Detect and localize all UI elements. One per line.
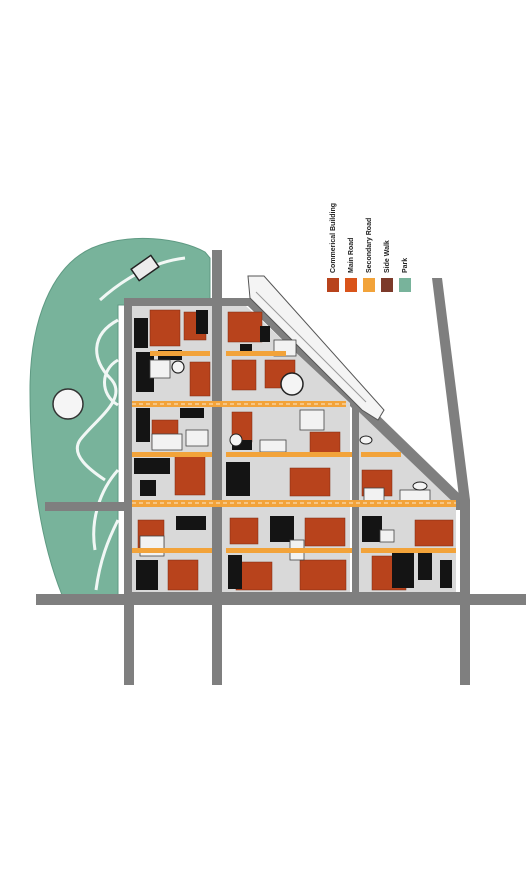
legend-swatch-main-road [345, 278, 357, 292]
elevated-walkway [247, 275, 385, 421]
park-pavilion-left [52, 388, 84, 420]
legend-swatch-secondary-road [363, 278, 375, 292]
legend-label-park: Park [402, 257, 409, 273]
fountain-center [280, 372, 304, 396]
fountain-east [412, 481, 428, 491]
legend-swatch-commercial-building [327, 278, 339, 292]
legend-swatch-park [399, 278, 411, 292]
legend-label-side-walk: Side Walk [384, 240, 391, 273]
fountain-mid [229, 433, 243, 447]
plaza-features [171, 360, 428, 491]
legend-swatch-side-walk [381, 278, 393, 292]
fountain-right [359, 435, 373, 445]
fountain-left [171, 360, 185, 374]
park-kiosk-top [130, 254, 160, 282]
secondary-road-dashes [132, 403, 456, 504]
legend-label-main-road: Main Road [348, 237, 355, 273]
legend-label-secondary-road: Secondary Road [366, 217, 373, 273]
legend-label-commercial-building: Commerical Building [330, 202, 337, 273]
